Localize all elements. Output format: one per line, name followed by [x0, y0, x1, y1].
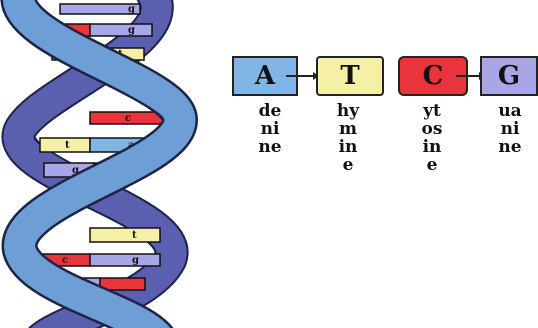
cytosine-label: ytosine [420, 102, 444, 174]
bond-arrow [286, 75, 316, 77]
cytosine-letter: C [423, 61, 444, 91]
base-label: g [128, 4, 135, 15]
base-label: g [132, 255, 139, 266]
thymine-box: T [316, 56, 384, 96]
guanine-letter: G [498, 61, 520, 91]
adenine-label: denine [258, 102, 282, 156]
base-label: t [132, 230, 137, 241]
base-label: c [125, 113, 131, 124]
thymine-letter: T [340, 61, 359, 91]
base-label: c [62, 255, 68, 266]
dna-helix: g c g a t c t a g t c g g [0, 0, 200, 328]
base-label: t [65, 140, 70, 151]
thymine-label: hymine [336, 102, 360, 174]
bond-arrow [456, 75, 482, 77]
base-label: g [128, 25, 135, 36]
adenine-letter: A [255, 61, 275, 91]
guanine-box: G [480, 56, 538, 96]
guanine-label: uanine [498, 102, 522, 156]
